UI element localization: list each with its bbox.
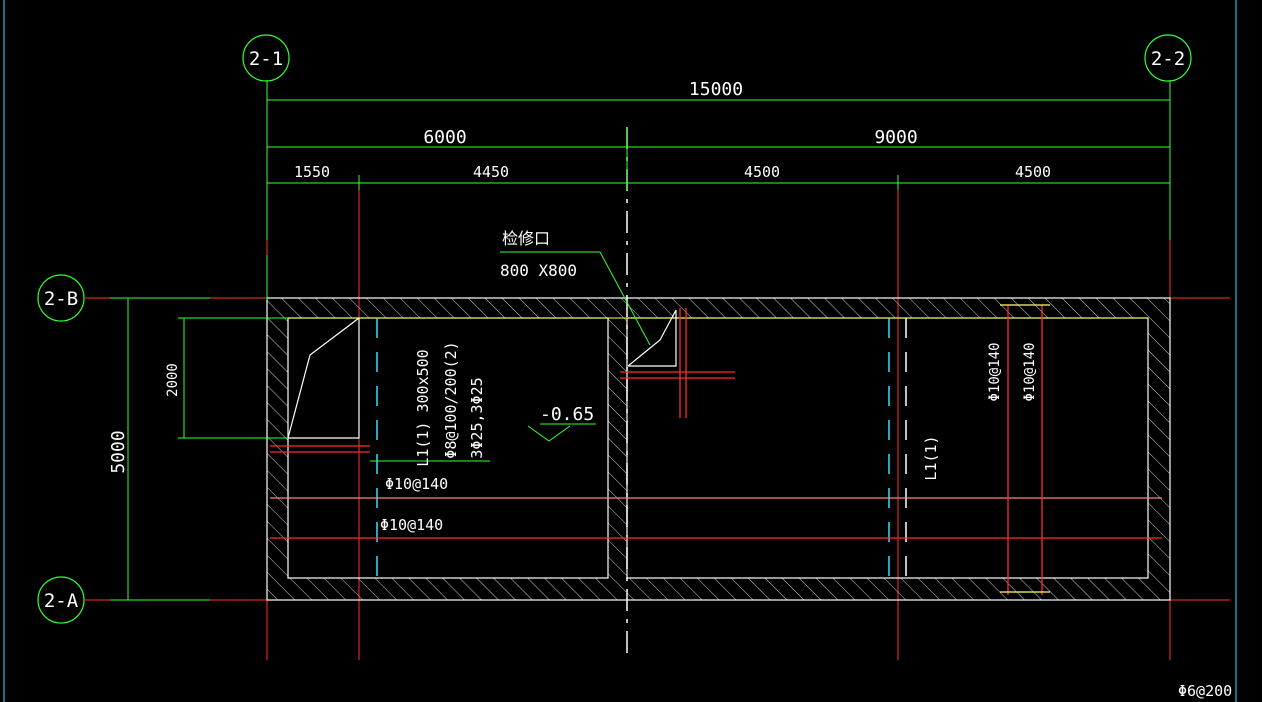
corner-note: Φ6@200 [1178,682,1232,700]
annotation-texts: 检修口 800 X800 L1(1) 300x500 Φ8@100/200(2)… [380,229,1232,700]
hatch-size: 800 X800 [500,261,577,280]
beam-L1-short-label: L1(1) [922,435,940,480]
dim-segment-a: 6000 [423,127,466,148]
dim-sub-3: 4500 [744,163,780,181]
dimension-lines [110,80,1171,601]
rebar-label-1: Φ10@140 [385,475,448,493]
dim-vertical-total: 5000 [108,430,129,473]
rebar-label-2: Φ10@140 [380,516,443,534]
axis-bubbles: 2-1 2-2 2-B 2-A [37,34,1192,624]
axis-label-2-B: 2-B [44,288,78,310]
beam-L1-spec-line2: Φ8@100/200(2) [442,341,460,458]
beam-L1-spec-line1: L1(1) 300x500 [414,349,432,466]
axis-label-2-A: 2-A [44,590,79,612]
dim-overall: 15000 [689,79,743,100]
hatch-outline [627,309,677,367]
opening-outline [287,317,360,439]
beam-dash-lines [376,318,907,578]
dim-opening-height: 2000 [165,363,181,397]
elevation-label: -0.65 [540,404,594,425]
dim-segment-b: 9000 [874,127,917,148]
dim-sub-2: 4450 [473,163,509,181]
axis-label-2-1: 2-1 [249,48,283,70]
axis-bubble-2-B[interactable]: 2-B [37,274,85,322]
hatch-label: 检修口 [502,229,550,248]
rebar-lines [270,304,1162,595]
axis-bubble-2-1[interactable]: 2-1 [242,34,290,82]
dim-sub-4: 4500 [1015,163,1051,181]
rebar-label-vertical-2: Φ10@140 [1022,342,1038,401]
leader-lines [370,251,651,462]
axis-bubble-2-A[interactable]: 2-A [37,576,85,624]
rebar-label-vertical-1: Φ10@140 [987,342,1003,401]
dim-sub-1: 1550 [294,163,330,181]
dimension-texts: 15000 6000 9000 1550 4450 4500 4500 5000… [108,79,1051,474]
axis-grid-lines [85,80,1230,660]
axis-label-2-2: 2-2 [1151,48,1185,70]
beam-L1-spec-line3: 3Φ25,3Φ25 [468,377,486,458]
axis-bubble-2-2[interactable]: 2-2 [1144,34,1192,82]
wall-outline [266,297,1171,601]
